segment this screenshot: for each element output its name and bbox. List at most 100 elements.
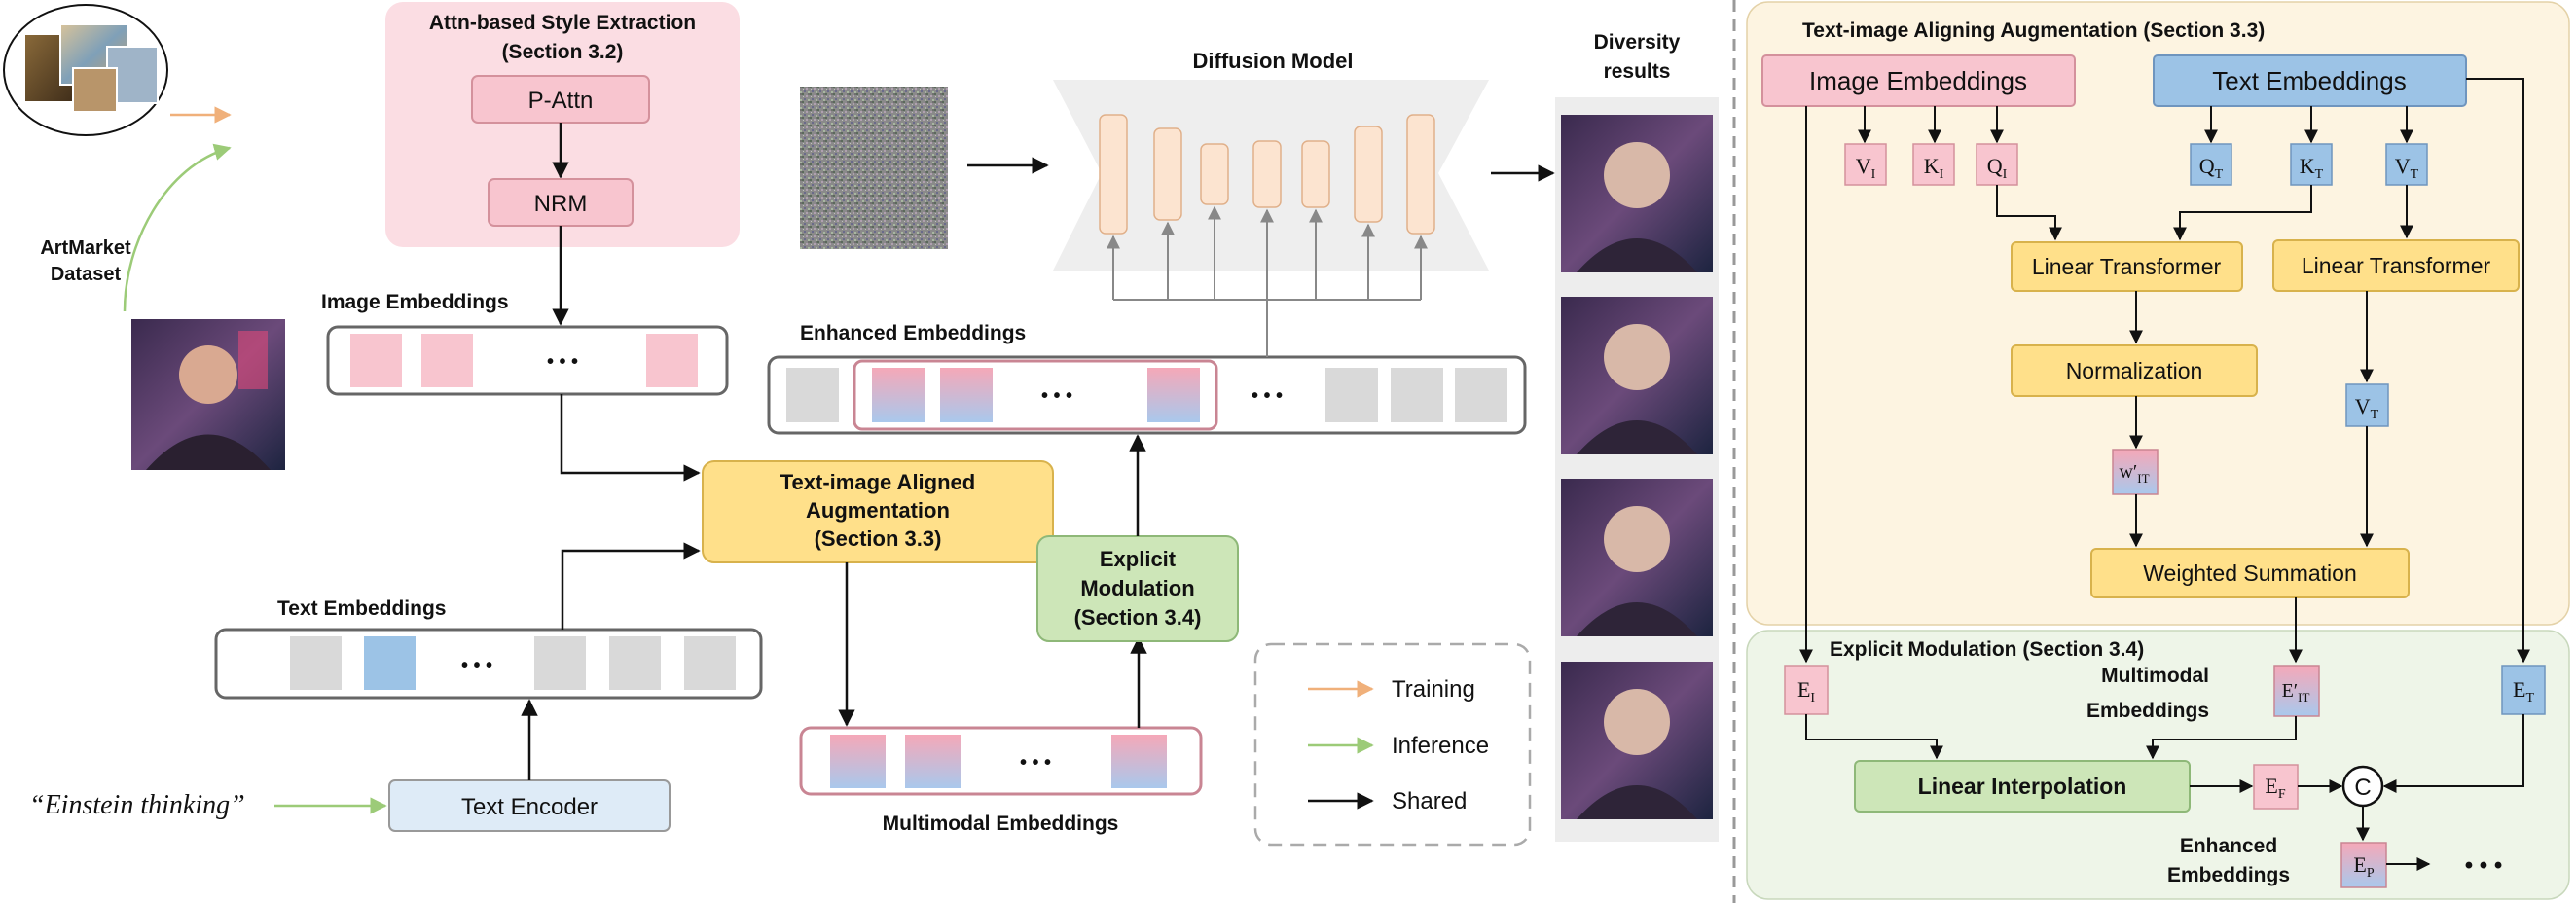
ki-block [1912, 143, 1955, 186]
qt-base: Q [2199, 154, 2215, 178]
unet-layers [1099, 114, 1435, 235]
ef-base: E [2265, 774, 2277, 798]
enhanced-token [1325, 368, 1378, 422]
vi-label: VI [1856, 154, 1876, 182]
enhanced-token [786, 368, 839, 422]
concat-symbol: C [2354, 775, 2371, 801]
wit-sub: IT [2137, 471, 2149, 486]
conditioning-arrows [1107, 205, 1428, 357]
r-image-embeddings-label: Image Embeddings [1809, 66, 2027, 95]
linear-transformer-2-label: Linear Transformer [2302, 253, 2491, 278]
ellipsis: • • • [1020, 752, 1051, 774]
qi-base: Q [1987, 154, 2003, 178]
multimodal-label-line1: Multimodal [2101, 665, 2209, 687]
qt-sub: T [2215, 167, 2224, 182]
multimodal-token [830, 735, 886, 788]
inference-arrow [123, 143, 232, 312]
enhanced-label-line2: Embeddings [2167, 864, 2290, 886]
vt2-base: V [2355, 394, 2371, 418]
noise-image [800, 87, 948, 249]
et-block [2501, 665, 2546, 715]
ei-label: EI [1797, 677, 1815, 705]
ep-label: EP [2353, 852, 2374, 881]
ei-base: E [1797, 677, 1810, 702]
image-token [350, 334, 402, 387]
vt2-sub: T [2371, 408, 2379, 422]
ki-label: KI [1924, 154, 1944, 182]
vt2-block [2345, 383, 2389, 427]
dataset-label-line1: ArtMarket [40, 237, 131, 259]
vt-base: V [2395, 154, 2411, 178]
et-base: E [2513, 677, 2525, 702]
result-image [1561, 115, 1713, 272]
unet-layer [1099, 114, 1128, 235]
multimodal-embeddings-label: Multimodal Embeddings [883, 813, 1119, 835]
ei-block [1784, 665, 1829, 715]
unet-layer [1406, 114, 1435, 235]
et-sub: T [2525, 691, 2534, 705]
ef-label: EF [2265, 774, 2285, 802]
enhanced-token [1147, 368, 1200, 422]
linear-transformer-2 [2272, 239, 2520, 292]
dataset-label-line2: Dataset [51, 264, 122, 285]
ki-sub: I [1940, 167, 1944, 182]
kt-block [2290, 143, 2333, 186]
normalization-block [2011, 344, 2258, 397]
arrow [1805, 714, 1943, 760]
result-image-face [1604, 506, 1670, 572]
qi-sub: I [2003, 167, 2008, 182]
qi-block [1976, 143, 2018, 186]
linear-transformer-1 [2011, 241, 2243, 292]
ep-block [2340, 842, 2387, 888]
et-label: ET [2513, 677, 2534, 705]
linear-interpolation-label: Linear Interpolation [1918, 774, 2127, 799]
weighted-summation-label: Weighted Summation [2143, 560, 2356, 586]
kt-label: KT [2300, 154, 2324, 182]
eit-base: E′ [2282, 680, 2299, 702]
text-token [609, 636, 661, 690]
text-token [364, 636, 416, 690]
arrow [560, 394, 701, 482]
qi-label: QI [1987, 154, 2008, 182]
wit-block [2112, 449, 2159, 495]
r-text-embeddings-label: Text Embeddings [2212, 66, 2406, 95]
kt-base: K [2300, 154, 2315, 178]
augmentation-panel-title: Text-image Aligning Augmentation (Sectio… [1802, 19, 2265, 42]
image-embeddings-label: Image Embeddings [321, 291, 509, 313]
r-image-embeddings [1761, 54, 2076, 107]
vt-sub: T [2411, 167, 2419, 182]
unet-layer [1354, 126, 1383, 223]
result-image-body [1577, 785, 1697, 819]
legend-shared-label: Shared [1392, 788, 1467, 814]
kt-sub: T [2315, 167, 2324, 182]
text-encoder-label: Text Encoder [461, 794, 598, 820]
augmentation-line1: Text-image Aligned [780, 470, 975, 494]
enhanced-token [940, 368, 993, 422]
ellipsis: • • • [461, 655, 492, 676]
ep-base: E [2353, 852, 2366, 877]
result-image-face [1604, 689, 1670, 755]
wit-base: w′ [2119, 461, 2137, 483]
style-extraction-title: Attn-based Style Extraction [429, 12, 696, 34]
arrow [2173, 185, 2312, 241]
prompt-text: “Einstein thinking” [29, 790, 245, 820]
multimodal-label-line2: Embeddings [2086, 700, 2209, 722]
legend-training-label: Training [1392, 676, 1475, 703]
ep-sub: P [2367, 866, 2375, 881]
multimodal-token [1111, 735, 1167, 788]
diversity-line2: results [1604, 60, 1671, 83]
explicit-line3: (Section 3.4) [1074, 605, 1202, 630]
arrow [2466, 78, 2530, 664]
unet-layer [1200, 143, 1229, 205]
multimodal-token [905, 735, 961, 788]
artwork-thumbnail [72, 67, 118, 113]
ef-sub: F [2278, 787, 2286, 802]
augmentation-line3: (Section 3.3) [815, 526, 942, 551]
ellipsis: • • • [547, 351, 578, 373]
text-token [290, 636, 342, 690]
nrm-label: NRM [534, 191, 588, 217]
result-image-face [1604, 142, 1670, 208]
augmentation-block [702, 460, 1054, 563]
enhanced-token [872, 368, 925, 422]
